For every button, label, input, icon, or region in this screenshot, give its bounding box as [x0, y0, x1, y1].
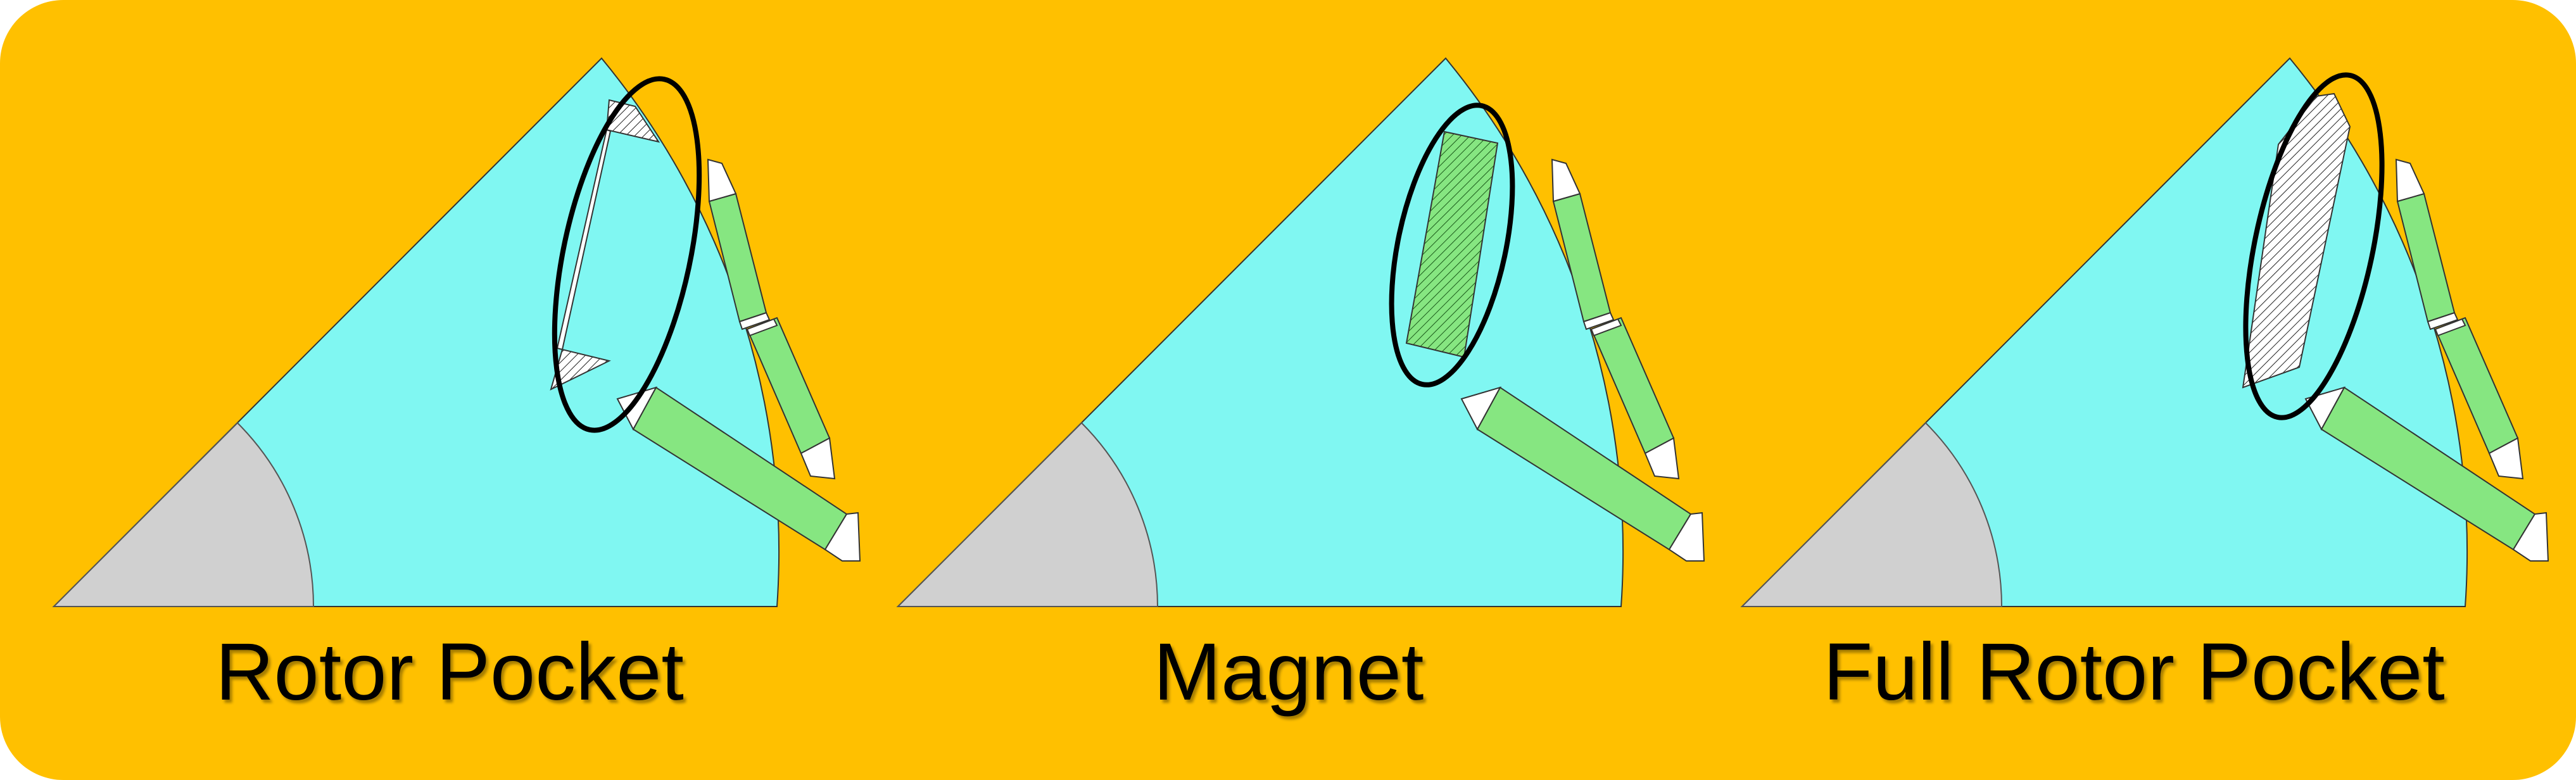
caption-rotor-pocket: Rotor Pocket [215, 627, 684, 717]
highlight-ellipse [552, 76, 702, 433]
panel-magnet [897, 58, 1705, 607]
panel-rotor-pocket [53, 58, 861, 607]
highlight-ellipse [2243, 72, 2385, 420]
full-pocket [2242, 92, 2351, 389]
pocket-air-gap [556, 129, 612, 351]
caption-magnet: Magnet [1154, 627, 1424, 717]
panel-full-rotor-pocket [1741, 58, 2549, 607]
highlight-ellipse [1389, 103, 1515, 387]
caption-full-rotor-pocket: Full Rotor Pocket [1823, 627, 2445, 717]
